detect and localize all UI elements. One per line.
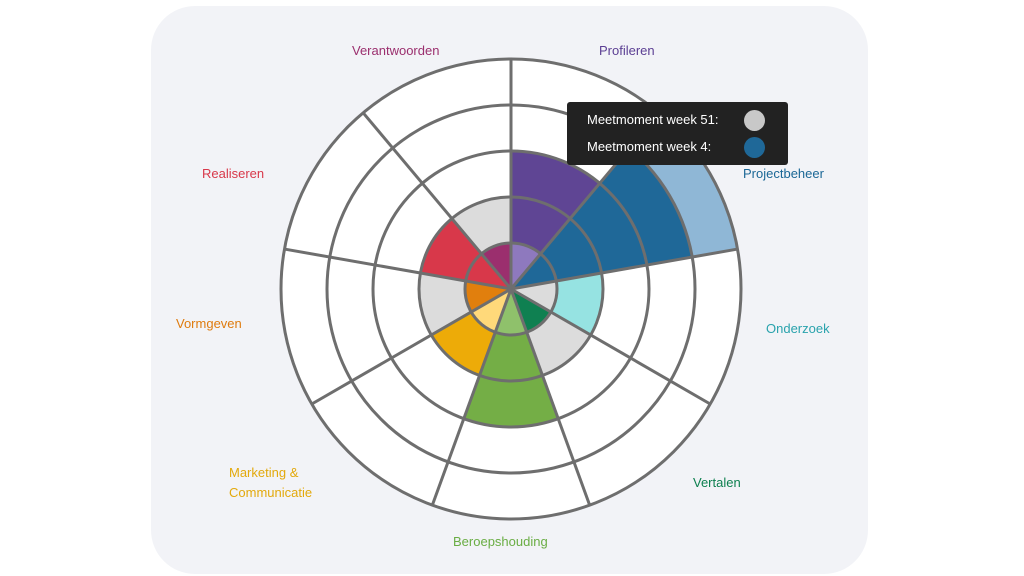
polar-wedge-profileren-series-0 bbox=[511, 243, 541, 289]
label-marketing-communicatie: Marketing & Communicatie bbox=[229, 465, 313, 500]
grid-spoke bbox=[509, 288, 592, 506]
polar-wedge-projectbeheer-series-1 bbox=[511, 148, 693, 289]
tooltip-swatch-week-4 bbox=[744, 137, 765, 158]
polar-wedge-vormgeven-series-1 bbox=[464, 281, 511, 312]
chart-series bbox=[419, 112, 738, 428]
grid-spoke bbox=[362, 111, 513, 290]
grid-spoke bbox=[430, 288, 513, 506]
polar-wedge-beroepshouding-series-1 bbox=[463, 289, 559, 428]
label-vormgeven: Vormgeven bbox=[176, 316, 242, 331]
grid-spoke bbox=[284, 247, 512, 291]
label-vertalen: Vertalen bbox=[693, 475, 741, 490]
grid-spoke bbox=[311, 287, 512, 406]
polar-wedge-realiseren-series-1 bbox=[420, 218, 511, 289]
tooltip-row-week-51: Meetmoment week 51: bbox=[587, 110, 788, 137]
grid-spoke bbox=[510, 287, 711, 406]
label-beroepshouding: Beroepshouding bbox=[453, 534, 548, 549]
tooltip-swatch-week-51 bbox=[744, 110, 765, 131]
chart-grid bbox=[279, 57, 743, 521]
tooltip-label: Meetmoment week 51: bbox=[587, 112, 719, 127]
label-verantwoorden: Verantwoorden bbox=[352, 43, 440, 58]
tooltip-row-week-4: Meetmoment week 4: bbox=[587, 137, 788, 164]
label-projectbeheer: Projectbeheer bbox=[743, 166, 824, 181]
grid-spoke bbox=[510, 247, 738, 291]
label-realiseren: Realiseren bbox=[202, 166, 265, 181]
label-profileren: Profileren bbox=[599, 43, 655, 58]
chart-tooltip: Meetmoment week 51: Meetmoment week 4: bbox=[567, 102, 788, 165]
polar-wedge-marketing-communicatie-series-0 bbox=[471, 289, 511, 333]
polar-wedge-onderzoek-series-0 bbox=[511, 281, 557, 312]
tooltip-label: Meetmoment week 4: bbox=[587, 139, 712, 154]
polar-wedge-beroepshouding-series-0 bbox=[495, 289, 527, 336]
label-onderzoek: Onderzoek bbox=[766, 321, 830, 336]
polar-wedge-verantwoorden-series-1 bbox=[481, 243, 511, 289]
polar-wedge-vertalen-series-1 bbox=[511, 289, 551, 333]
